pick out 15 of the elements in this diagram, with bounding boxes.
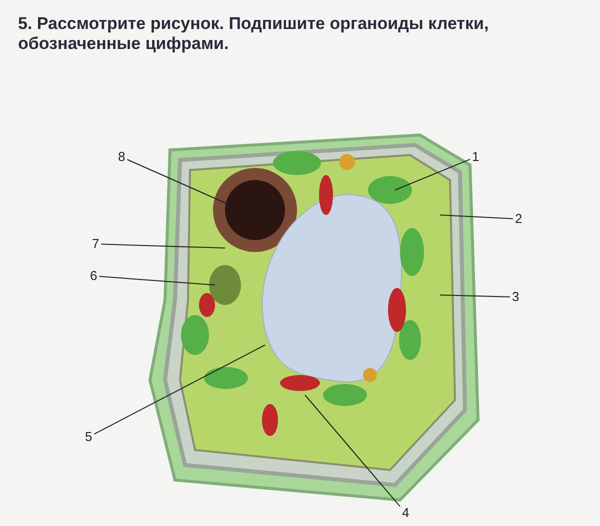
leader-line <box>100 244 226 248</box>
callout-number: 5 <box>83 430 94 444</box>
callout-number: 2 <box>513 212 524 226</box>
callout-number: 3 <box>510 290 522 304</box>
leader-line <box>440 214 514 220</box>
leader-line <box>440 294 510 298</box>
leader-line <box>126 159 230 206</box>
callout-number: 1 <box>470 150 482 164</box>
leader-line <box>98 276 216 286</box>
leader-line <box>94 344 266 435</box>
callout-number: 4 <box>400 506 412 520</box>
callout-number: 7 <box>90 237 102 251</box>
callout-number: 6 <box>88 269 100 283</box>
task-heading: 5. Рассмотрите рисунок. Подпишите органоиды клетки, обозначенные цифрами. <box>18 14 490 54</box>
callout-number: 8 <box>116 150 128 164</box>
